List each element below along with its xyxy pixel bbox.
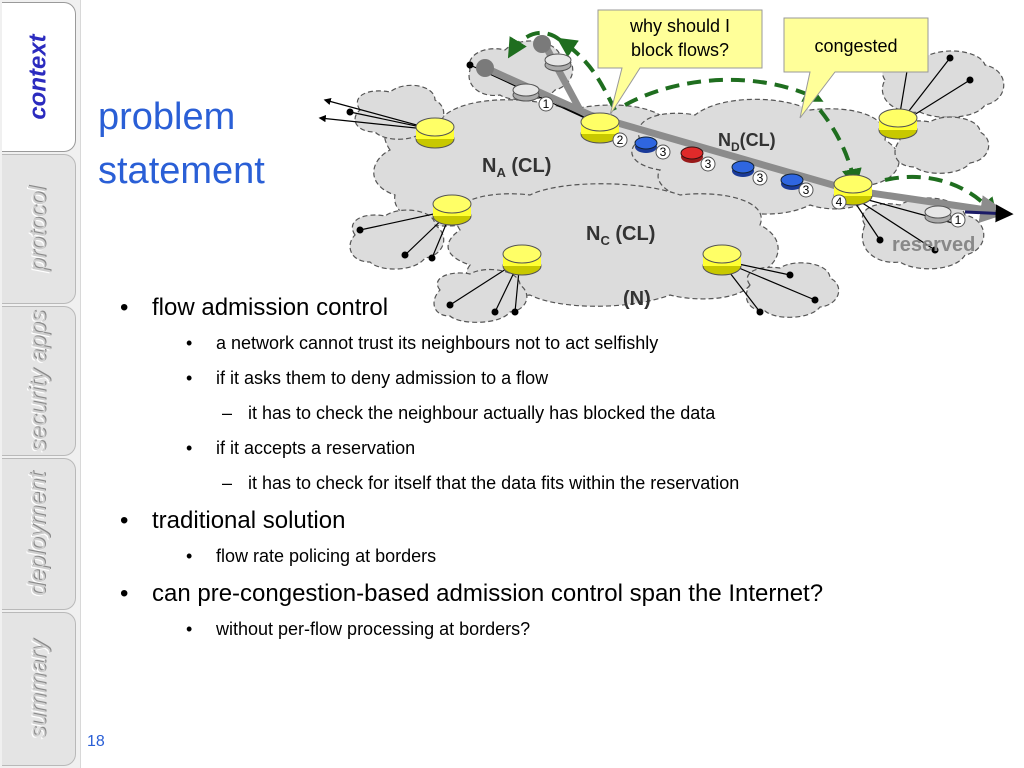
svg-text:block flows?: block flows?: [631, 40, 729, 60]
tab-security-apps[interactable]: security apps: [2, 306, 76, 456]
tab-protocol-label: protocol: [24, 186, 52, 272]
tab-summary[interactable]: summary: [2, 612, 76, 766]
label-reserved: reserved: [892, 234, 975, 256]
page-number: 18: [87, 733, 105, 750]
marker-1b: 1: [950, 212, 966, 228]
network-diagram: 1 2 3 3 3 3 4 1 NA (CL) ND(CL) NC (CL) (…: [318, 9, 1014, 323]
bullet-item: –it has to check for itself that the dat…: [222, 473, 740, 493]
slide-title: problem statement: [98, 90, 265, 198]
tab-protocol[interactable]: protocol: [2, 154, 76, 304]
svg-text:why should I: why should I: [629, 16, 730, 36]
marker-1a: 1: [538, 96, 554, 112]
tab-deployment-label: deployment: [24, 471, 52, 597]
tab-deployment[interactable]: deployment: [2, 458, 76, 610]
router-group: [415, 108, 918, 276]
label-nc: NC (CL): [586, 223, 655, 248]
bullet-item: •flow admission control: [120, 294, 389, 321]
marker-3b: 3: [700, 156, 716, 172]
bullet-item: •if it accepts a reservation: [186, 438, 416, 458]
bullet-item: •a network cannot trust its neighbours n…: [186, 333, 659, 353]
svg-text:3: 3: [660, 145, 667, 159]
marker-3d: 3: [798, 182, 814, 198]
svg-text:3: 3: [705, 157, 712, 171]
callout-why-block: why should I block flows?: [597, 9, 763, 116]
cloud-small-4: [433, 268, 528, 323]
bullet-item: •traditional solution: [120, 507, 346, 534]
bullet-item: •can pre-congestion-based admission cont…: [120, 580, 824, 607]
slide-title-line1: problem: [98, 96, 236, 138]
svg-text:3: 3: [803, 183, 810, 197]
marker-3c: 3: [752, 170, 768, 186]
svg-text:congested: congested: [814, 36, 897, 56]
tab-context[interactable]: context: [2, 2, 76, 152]
bullet-item: •without per-flow processing at borders?: [186, 619, 531, 639]
tab-context-label: context: [24, 34, 52, 120]
svg-text:4: 4: [836, 195, 843, 209]
callout-congested: congested: [783, 17, 929, 119]
svg-text:3: 3: [757, 171, 764, 185]
tab-security-apps-label: security apps: [24, 310, 52, 452]
cloud-small-8: [894, 116, 990, 174]
section-tab-strip: context protocol security apps deploymen…: [0, 0, 81, 768]
label-nd: ND(CL): [718, 130, 776, 154]
svg-text:1: 1: [955, 213, 962, 227]
bullet-item: –it has to check the neighbour actually …: [222, 403, 716, 423]
svg-text:1: 1: [543, 97, 550, 111]
slide-title-line2: statement: [98, 150, 265, 192]
marker-3a: 3: [655, 144, 671, 160]
bullet-item: •if it asks them to deny admission to a …: [186, 368, 549, 388]
label-na: NA (CL): [482, 155, 551, 180]
bullet-item: •flow rate policing at borders: [186, 546, 437, 566]
svg-text:2: 2: [617, 133, 624, 147]
tab-summary-label: summary: [24, 639, 52, 739]
cloud-small-3: [349, 209, 445, 270]
marker-2: 2: [612, 132, 628, 148]
bullet-list: •flow admission control •a network canno…: [120, 293, 1000, 652]
marker-4: 4: [831, 194, 847, 210]
label-n: (N): [623, 288, 651, 310]
